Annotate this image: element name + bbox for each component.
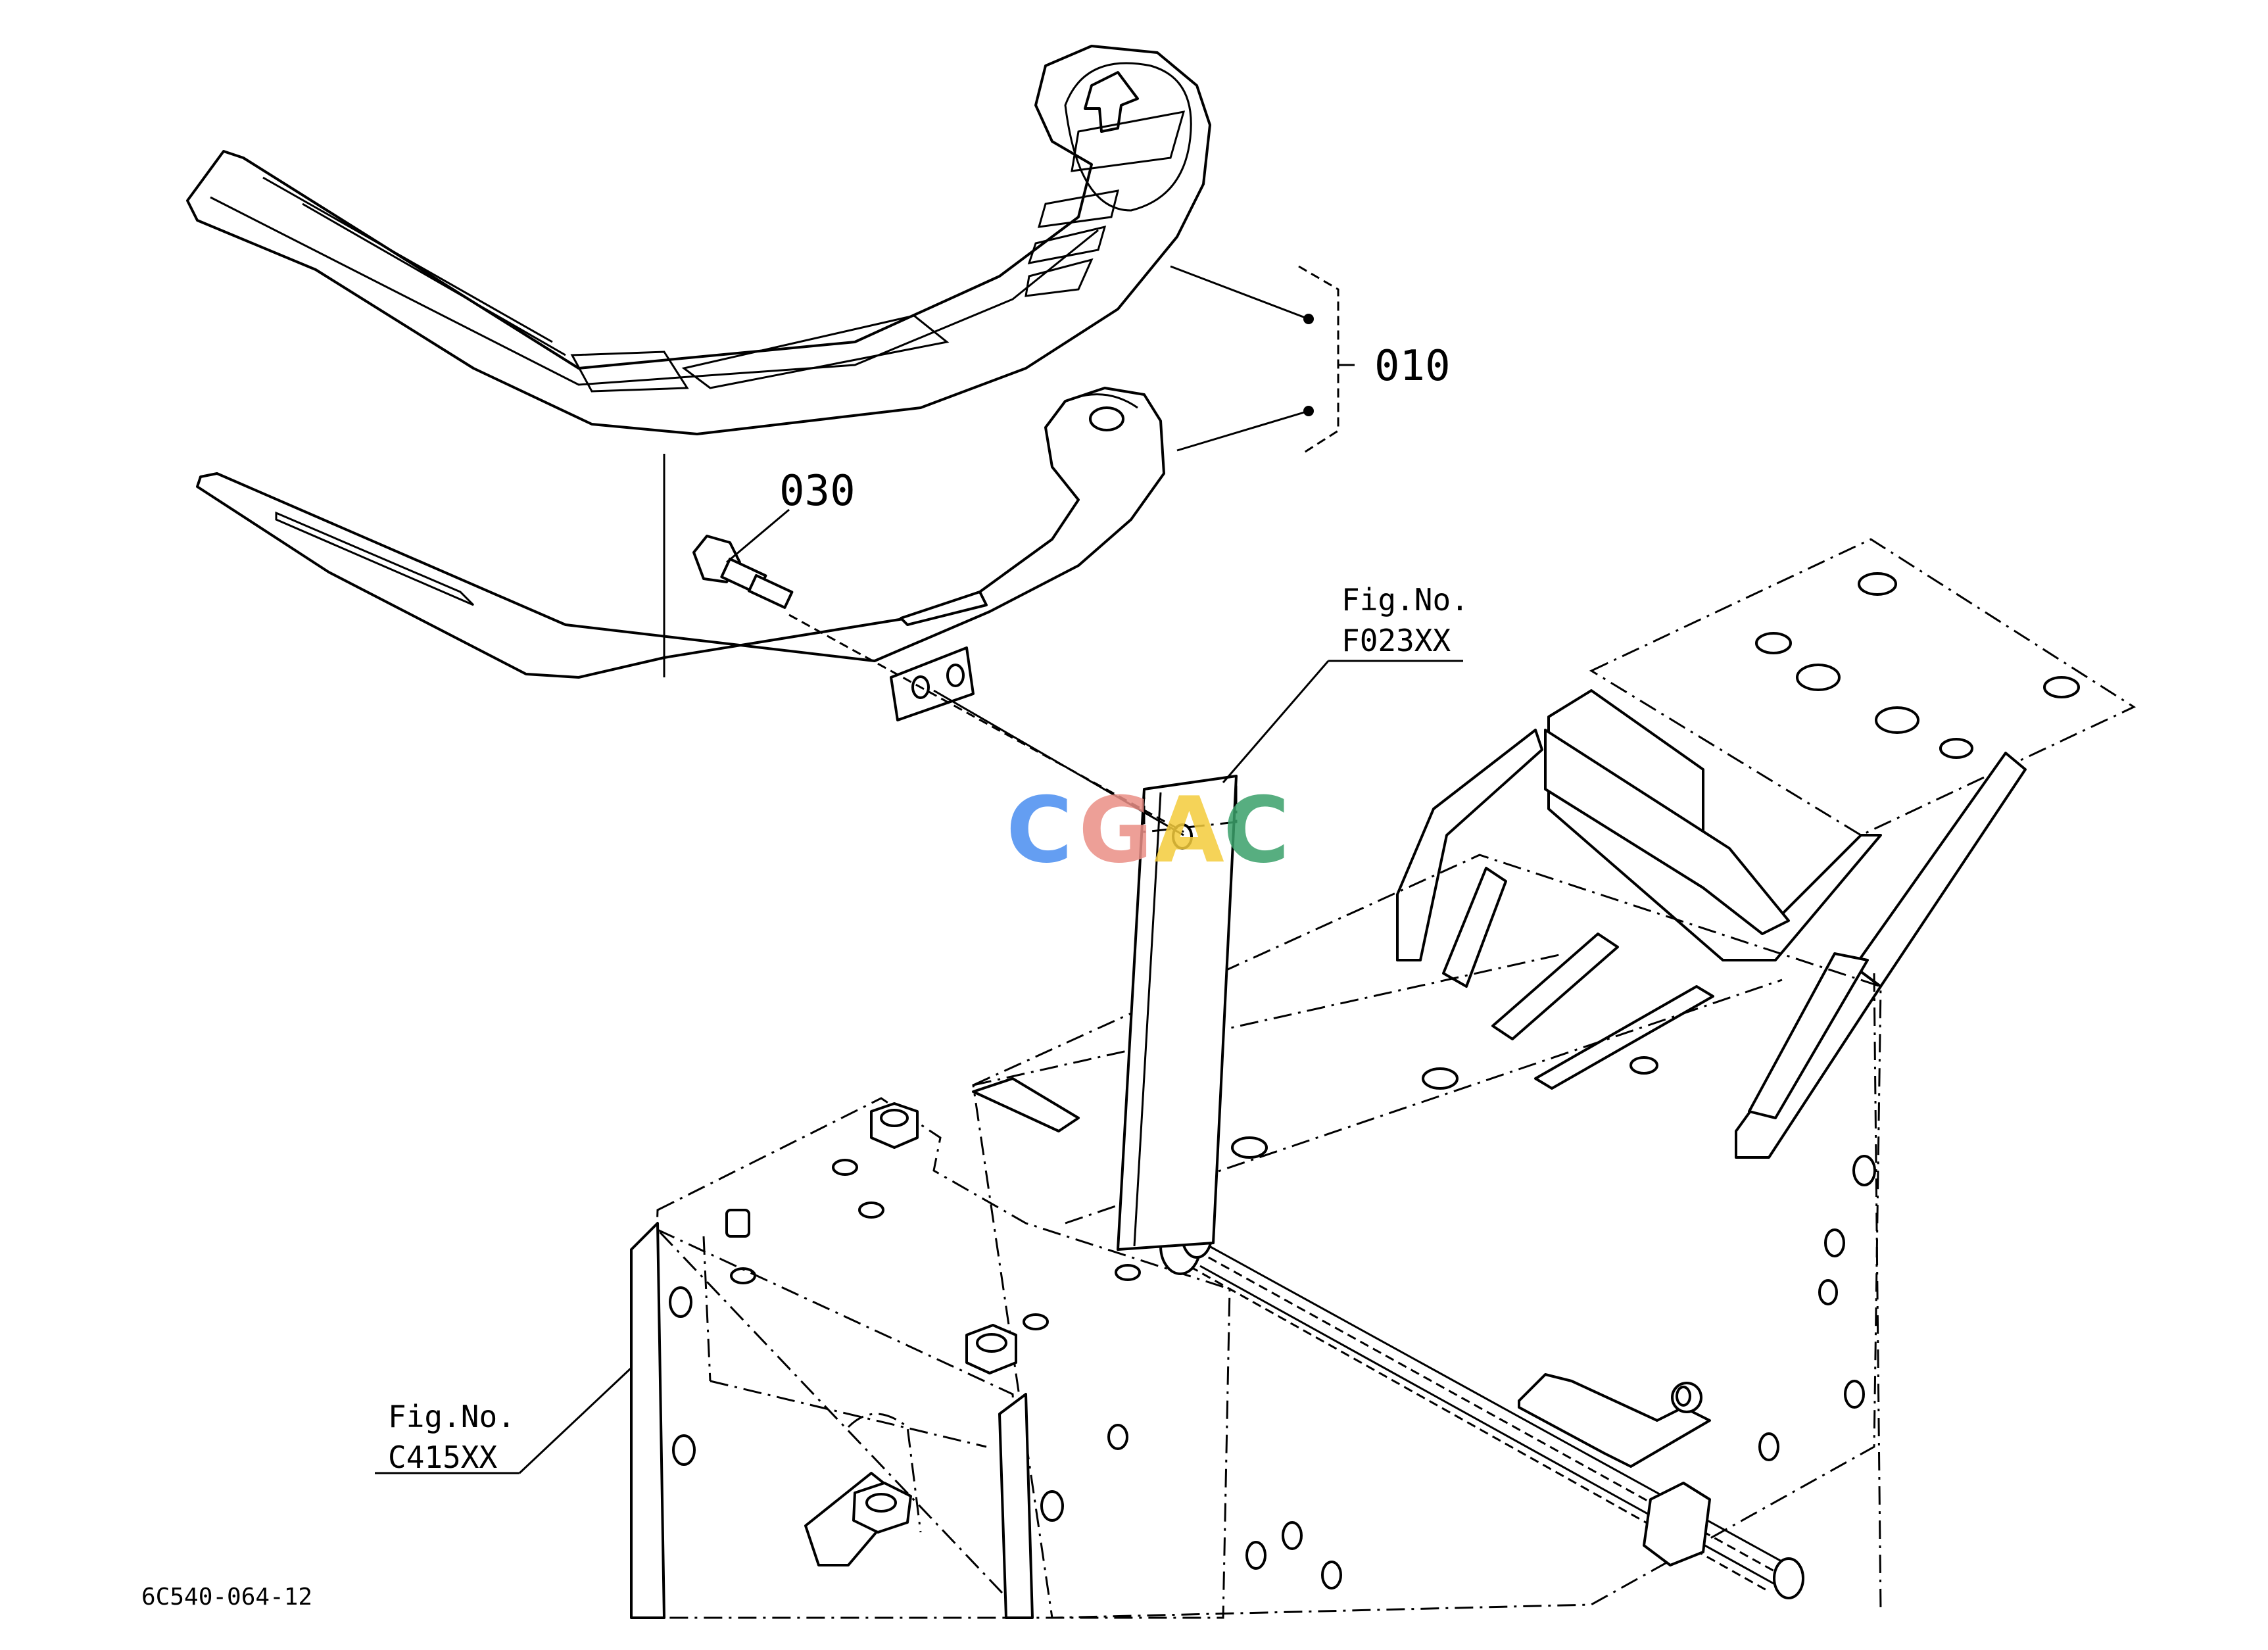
nut-lower: [965, 1324, 1017, 1374]
figref-lower-line1: Fig.No.: [388, 1399, 516, 1434]
chassis-frame: [972, 538, 2136, 1619]
housing-left-plate: [630, 1222, 665, 1619]
watermark-letter-4: C: [1223, 777, 1290, 883]
lever-arm: [196, 387, 1165, 721]
figref-upper-line1: Fig.No.: [1341, 582, 1469, 618]
watermark-letter-1: C: [1006, 777, 1073, 883]
callout-030: 030: [779, 467, 856, 516]
nut-upper: [870, 1102, 919, 1149]
watermark-letter-3: A: [1154, 777, 1224, 883]
leader-lines: [375, 265, 1463, 1474]
watermark: C G A C: [1006, 777, 1290, 883]
shaft: [1159, 1214, 1804, 1599]
drawing-code: 6C540-064-12: [141, 1584, 312, 1611]
bolt-030: [692, 535, 794, 609]
housing: [630, 1097, 1342, 1621]
stud: [725, 1209, 750, 1238]
watermark-letter-2: G: [1078, 777, 1153, 883]
top-bracket: [1547, 689, 1882, 961]
figref-upper-line2: F023XX: [1341, 623, 1451, 658]
pedal: [186, 45, 1211, 435]
callout-010: 010: [1374, 342, 1451, 391]
pedal-body: [186, 45, 1211, 435]
figref-lower-line2: C415XX: [388, 1440, 497, 1475]
mount-plate: [1117, 775, 1238, 1251]
